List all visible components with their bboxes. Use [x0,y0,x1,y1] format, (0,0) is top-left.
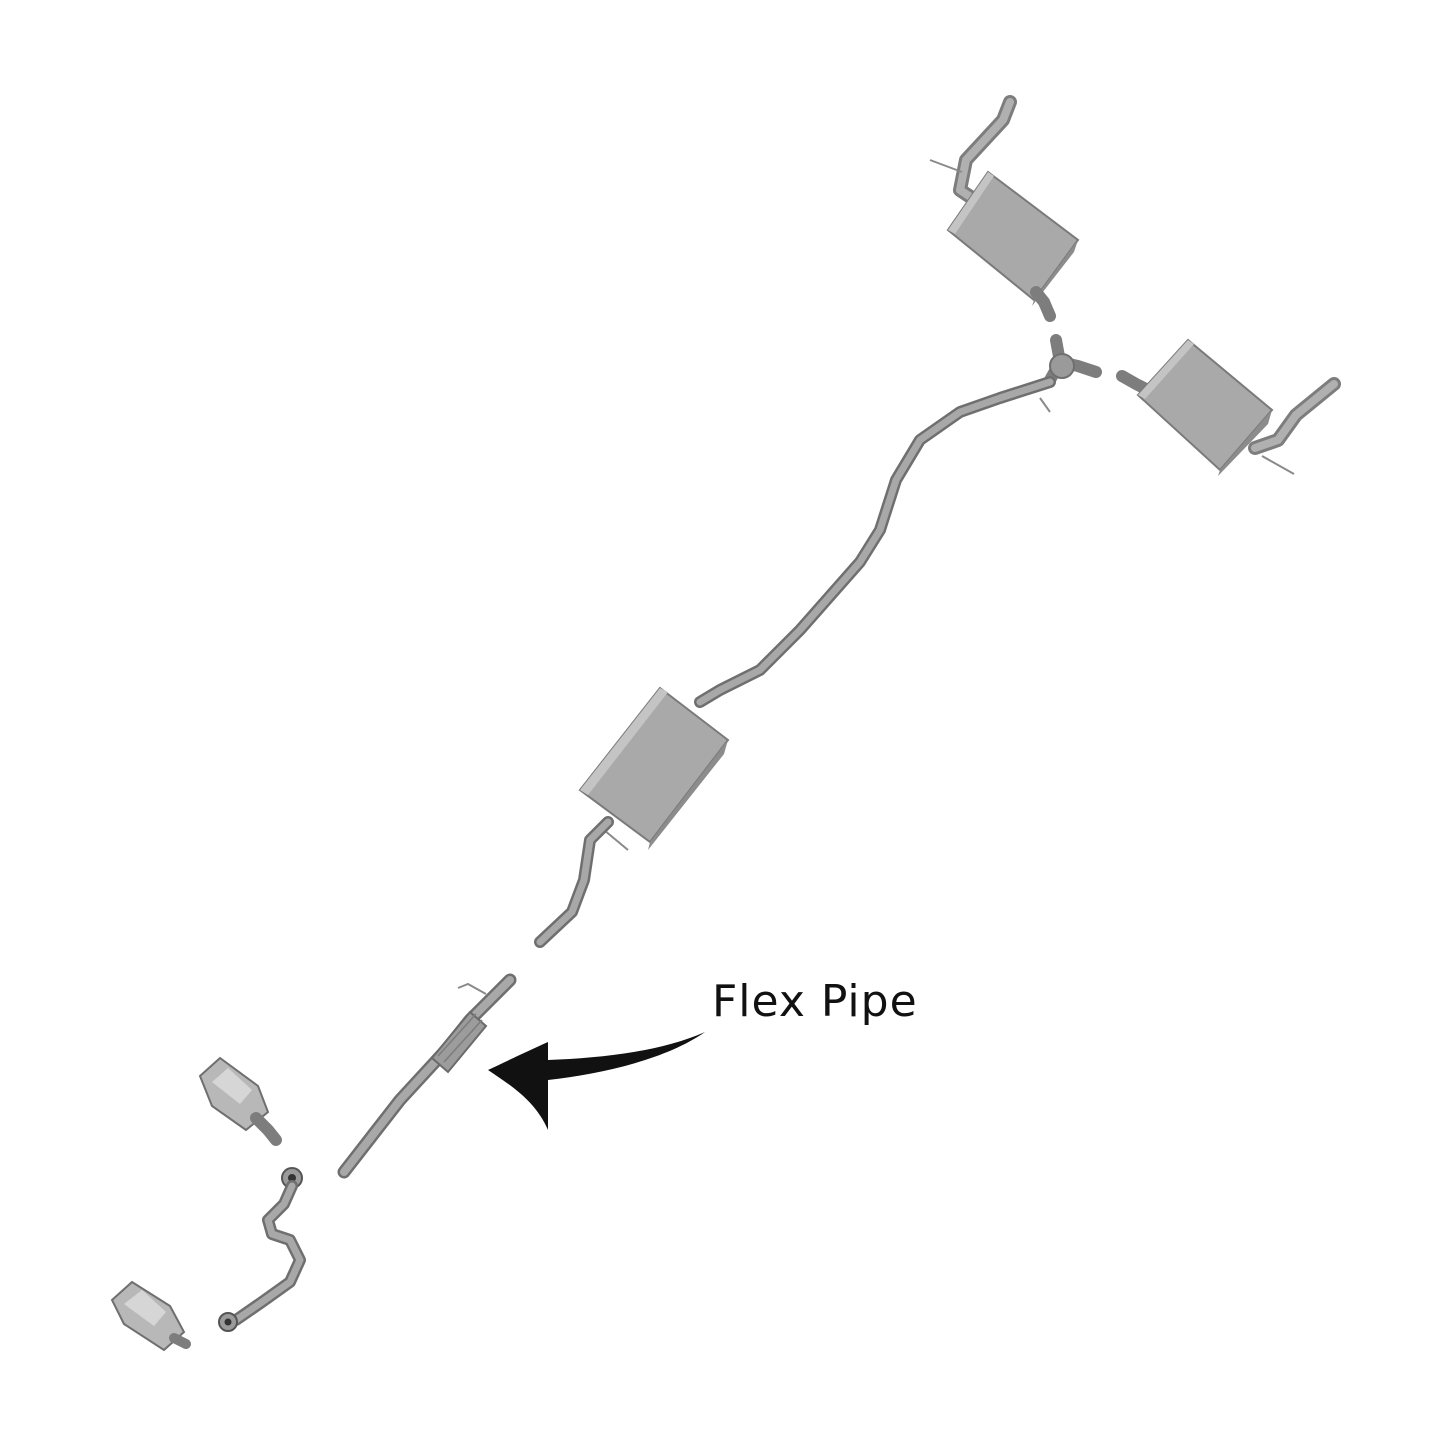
j-pipe [218,1167,306,1332]
flex-pipe-section [430,1010,488,1074]
y-pipe [1039,334,1102,413]
center-resonator [578,686,730,851]
catalytic-converter-lower [110,1280,191,1352]
rear-muffler-right [1116,338,1341,476]
flex-pipe-label: Flex Pipe [712,976,918,1027]
rear-muffler-left [929,95,1080,322]
front-pipe-with-flex [337,973,517,1179]
hanger-rod [929,159,963,173]
rear-muffler-left-outlet [1030,286,1056,322]
intermediate-pipe [694,376,1056,708]
curved-arrow-icon [488,1032,705,1130]
hanger-rod [457,982,487,995]
catalytic-converter-upper [198,1056,282,1146]
hanger-rod [1261,455,1295,475]
resonator-outlet-pipe [534,816,614,948]
hanger-rod [603,829,629,851]
hanger-rod [1039,397,1051,413]
